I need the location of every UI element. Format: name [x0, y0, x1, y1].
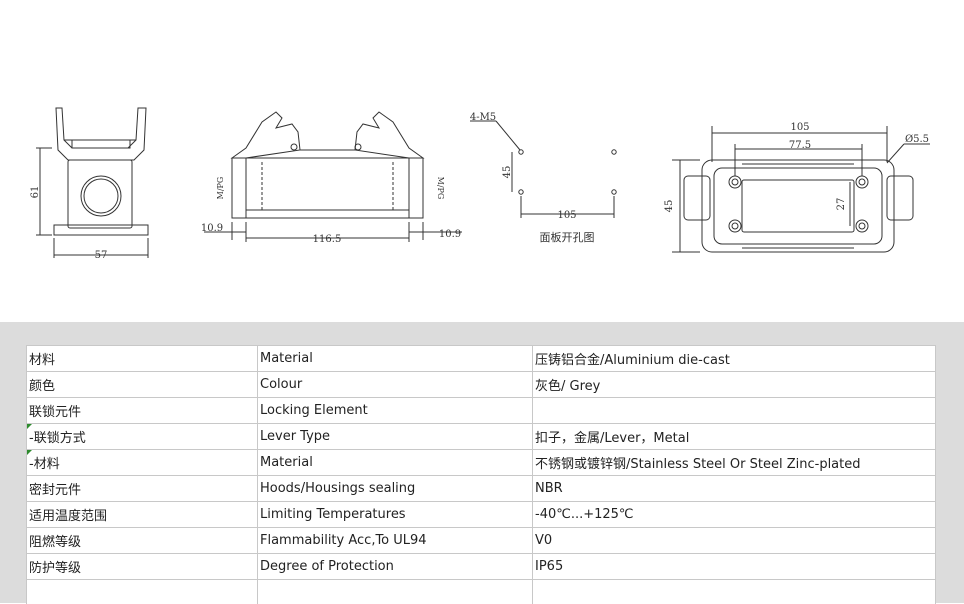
dim-side-right: 10.9: [439, 229, 461, 240]
panel-cutout-caption: 面板开孔图: [540, 230, 595, 244]
spec-label-en: Degree of Protection: [258, 554, 533, 580]
spec-label-en: Lever Type: [258, 424, 533, 450]
spec-value: 扣子，金属/Lever，Metal: [533, 424, 936, 450]
dim-top-hole: Ø5.5: [905, 134, 929, 145]
dim-top-outer: 105: [790, 122, 809, 133]
spec-label-cn: 联锁元件: [27, 398, 258, 424]
spec-label-en: Material: [258, 450, 533, 476]
spec-label-cn: -联锁方式: [27, 424, 258, 450]
spec-value: 不锈钢或镀锌钢/Stainless Steel Or Steel Zinc-pl…: [533, 450, 936, 476]
dim-side-label-left: M/PG: [216, 177, 225, 200]
spec-label-cn: 防护等级: [27, 554, 258, 580]
spec-value: V0: [533, 528, 936, 554]
spec-label-cn: 材料: [27, 346, 258, 372]
drawing-svg: 61 57 10.9 116.5 10.9 M/PG M/PG 4-M5 45 …: [0, 0, 964, 322]
spec-value: -40℃...+125℃: [533, 502, 936, 528]
spec-label-cn: 适用温度范围: [27, 502, 258, 528]
dim-side-left: 10.9: [201, 223, 223, 234]
dim-top-height: 45: [664, 200, 675, 213]
side-view: [204, 112, 462, 242]
dim-holes-label: 4-M5: [470, 112, 496, 123]
spec-empty-cell: [258, 580, 533, 604]
spec-label-cn: 颜色: [27, 372, 258, 398]
spec-value: NBR: [533, 476, 936, 502]
spec-label-en: Colour: [258, 372, 533, 398]
dim-holes-v: 45: [502, 166, 513, 179]
spec-value: IP65: [533, 554, 936, 580]
dim-front-width: 57: [95, 250, 108, 261]
spec-label-en: Hoods/Housings sealing: [258, 476, 533, 502]
dim-top-inner: 77.5: [789, 140, 811, 151]
dim-top-inner-h: 27: [836, 198, 847, 211]
front-view: [36, 108, 148, 258]
spec-row-empty: [27, 580, 936, 604]
technical-drawing: 61 57 10.9 116.5 10.9 M/PG M/PG 4-M5 45 …: [0, 0, 964, 322]
dim-side-label-right: M/PG: [436, 177, 445, 200]
spec-label-cn: 阻燃等级: [27, 528, 258, 554]
panel-cutout-view: [470, 121, 616, 218]
spec-empty-cell: [27, 580, 258, 604]
spec-label-en: Limiting Temperatures: [258, 502, 533, 528]
spec-value: 压铸铝合金/Aluminium die-cast: [533, 346, 936, 372]
spec-value: [533, 398, 936, 424]
spec-empty-cell: [533, 580, 936, 604]
spec-label-en: Material: [258, 346, 533, 372]
spec-label-en: Locking Element: [258, 398, 533, 424]
spec-value: 灰色/ Grey: [533, 372, 936, 398]
dim-holes-h: 105: [557, 210, 576, 221]
dim-side-mid: 116.5: [313, 234, 342, 245]
dim-front-height: 61: [30, 186, 41, 199]
spec-label-cn: 密封元件: [27, 476, 258, 502]
spec-label-cn: -材料: [27, 450, 258, 476]
spec-label-en: Flammability Acc,To UL94: [258, 528, 533, 554]
